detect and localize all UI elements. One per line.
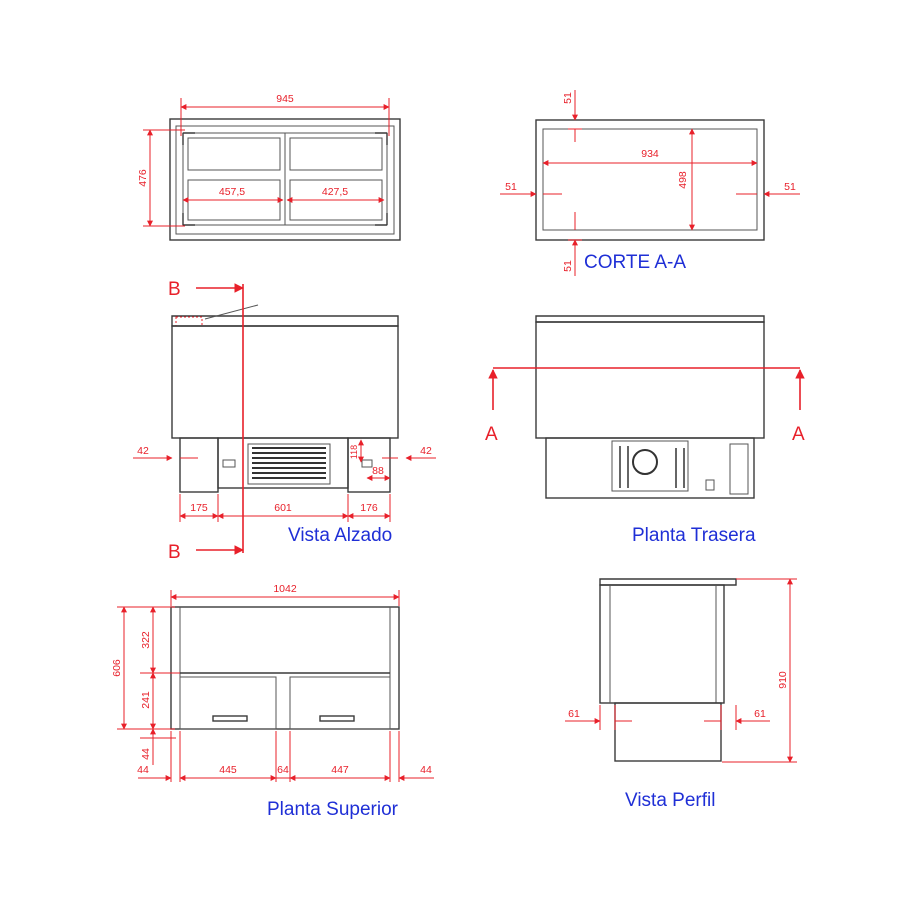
dim-front-margin: 44 — [140, 748, 152, 760]
dim-left-offset: 42 — [137, 445, 149, 457]
dim-inner-width: 934 — [641, 148, 659, 160]
dim-right-compartment: 427,5 — [322, 186, 348, 198]
top-view-plan: 945 476 457,5 427,5 — [137, 93, 401, 241]
front-elevation-view: B B 42 42 118 88 175 601 176 Vista Alzad… — [133, 279, 436, 563]
dim-left-inset: 61 — [568, 708, 580, 720]
dim-left-bay: 445 — [219, 764, 237, 776]
section-mark-b-top: B — [168, 279, 181, 300]
section-mark-a-left: A — [485, 424, 498, 445]
dim-right-foot: 88 — [372, 465, 384, 477]
title-corte-aa: CORTE A-A — [584, 252, 686, 273]
dim-inner-height: 498 — [677, 171, 689, 189]
dim-width-945: 945 — [276, 93, 294, 105]
dim-right-base: 176 — [360, 502, 378, 514]
top-plan-view: 1042 606 322 241 44 44 445 64 447 44 Pla… — [111, 583, 434, 820]
dim-right-offset: 42 — [420, 445, 432, 457]
dim-left-margin: 44 — [137, 764, 149, 776]
section-mark-b-bottom: B — [168, 542, 181, 563]
side-profile-view: 910 61 61 Vista Perfil — [565, 578, 797, 811]
dim-divider: 64 — [277, 764, 289, 776]
dim-upper-depth: 322 — [140, 631, 152, 649]
dim-right-wall: 51 — [784, 181, 796, 193]
dim-total-width: 1042 — [273, 583, 297, 595]
dim-left-base: 175 — [190, 502, 208, 514]
dim-profile-height: 910 — [777, 671, 789, 689]
dim-feet-height: 118 — [349, 445, 359, 459]
dim-right-bay: 447 — [331, 764, 349, 776]
dim-top-wall: 51 — [562, 92, 574, 104]
dim-mid-base: 601 — [274, 502, 292, 514]
section-view-aa: 51 51 934 498 51 51 CORTE A-A — [500, 90, 800, 276]
dim-depth-total: 606 — [111, 659, 123, 677]
dim-right-margin: 44 — [420, 764, 432, 776]
dim-lower-depth: 241 — [140, 691, 152, 709]
title-vista-alzado: Vista Alzado — [288, 525, 392, 546]
title-planta-trasera: Planta Trasera — [632, 525, 756, 546]
title-vista-perfil: Vista Perfil — [625, 790, 715, 811]
dim-left-wall: 51 — [505, 181, 517, 193]
section-mark-a-right: A — [792, 424, 805, 445]
dim-right-inset: 61 — [754, 708, 766, 720]
dim-height-476: 476 — [137, 169, 149, 187]
dim-bottom-wall: 51 — [562, 260, 574, 272]
dim-left-compartment: 457,5 — [219, 186, 245, 198]
rear-view: A A Planta Trasera — [485, 315, 805, 546]
title-planta-superior: Planta Superior — [267, 799, 399, 820]
